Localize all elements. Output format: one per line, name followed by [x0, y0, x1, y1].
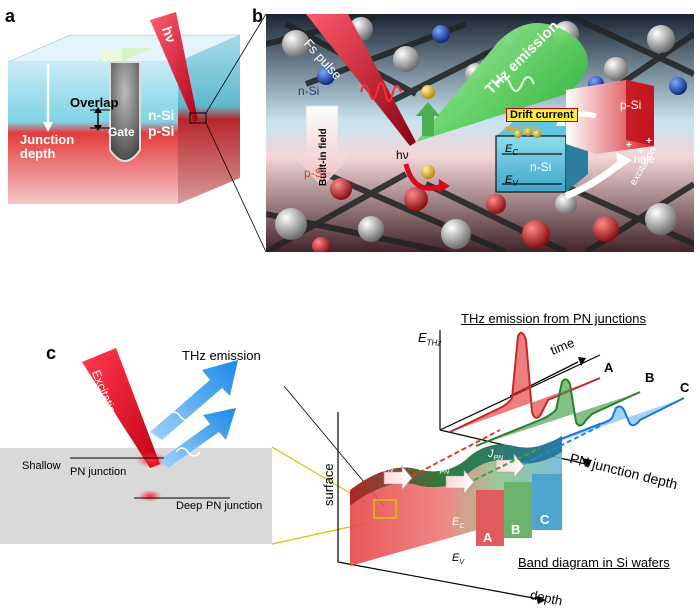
ec-label-b-sub: C	[512, 148, 519, 158]
band-ev-label-sub: V	[459, 559, 465, 567]
hole-plus-2: +	[646, 136, 652, 147]
deep-label-1: Deep	[176, 500, 203, 512]
plot-title: THz emission from PN junctions	[461, 311, 646, 326]
band-x-axis	[337, 561, 545, 601]
ev-label-b-main: E	[505, 174, 513, 186]
electron-lower	[421, 165, 435, 179]
hole-plus-3: +	[638, 146, 644, 157]
band-ec-label-sub: C	[459, 523, 465, 531]
panel-a-diagram	[7, 12, 241, 204]
n-si-label-b: n-Si	[298, 84, 320, 98]
gate-label: Gate	[108, 125, 135, 139]
series-label-c: C	[680, 380, 690, 395]
jpn-label-a: JPN	[378, 460, 393, 474]
plot-y-label: ETHz	[418, 330, 441, 348]
band-zone-c	[532, 474, 562, 530]
jpn-label-b: JPN	[434, 462, 449, 476]
series-label-b: B	[645, 370, 655, 385]
zone-a-label: A	[483, 530, 493, 545]
thz-arrow-1	[150, 360, 238, 440]
panel-b-label: b	[252, 6, 263, 26]
shallow-label-1: Shallow	[22, 460, 61, 472]
band-top-surface	[350, 436, 562, 506]
band-box-front	[495, 135, 567, 193]
band-zone-a	[476, 490, 504, 546]
jpn-arrow-a	[383, 465, 413, 491]
band-ev-label-main: E	[452, 552, 460, 564]
junction-depth-label-1: Junction	[20, 132, 75, 147]
zoom-lines-ab	[205, 13, 267, 253]
plot-y-label-sub: THz	[426, 338, 442, 348]
probe-region	[189, 112, 207, 124]
surface-label: surface	[321, 463, 336, 506]
ev-label-b-sub: V	[512, 179, 518, 189]
junction-depth-label-2: depth	[20, 146, 56, 161]
jpn-label-a-main: J	[378, 460, 384, 472]
band-ec-label: EC	[452, 516, 464, 530]
zone-b-label: B	[511, 522, 521, 537]
n-si-label-a: n-Si	[148, 107, 175, 123]
fs-pulse-wave	[360, 82, 402, 102]
thz-arrow-2	[160, 408, 236, 468]
thz-emission-label-c: THz emission	[182, 348, 261, 363]
hole-label: hole	[634, 154, 655, 166]
ec-label-b: EC	[505, 143, 518, 157]
built-in-field-arrow	[290, 105, 354, 187]
jpn-arrow-b	[445, 469, 475, 495]
band-diagram-title: Band diagram in Si wafers	[518, 555, 670, 570]
jpn-label-c: JPN	[488, 448, 503, 462]
waveform-a	[449, 331, 601, 433]
series-label-a: A	[604, 360, 614, 375]
thz-emission-cone	[416, 22, 588, 142]
c-wafer-block	[0, 448, 272, 544]
hv-beam	[150, 12, 198, 122]
box-p-si-label: p-Si	[620, 98, 642, 112]
electron-label: electron	[504, 124, 540, 135]
jpn-label-a-sub: PN	[383, 467, 394, 475]
electron-upper	[421, 85, 435, 99]
panel-a-label: a	[5, 6, 16, 26]
p-si-label-b: p-Si	[304, 166, 326, 180]
box-n-si-label: n-Si	[530, 160, 552, 174]
p-si-label-a: p-Si	[148, 123, 175, 139]
hole-plus-1: +	[626, 140, 632, 151]
wafer-side-face	[178, 35, 240, 204]
panel-b-scene	[266, 14, 694, 252]
band-ev-label: EV	[452, 552, 464, 566]
deep-spot	[138, 490, 162, 502]
jpn-label-b-main: J	[434, 462, 440, 474]
band-zone-b	[504, 482, 532, 538]
electron-arrow	[422, 114, 434, 136]
panel-c-plot	[337, 330, 685, 604]
ec-label-b-main: E	[505, 143, 513, 155]
deep-label-2: PN junction	[206, 500, 263, 512]
wafer-front-face	[8, 62, 178, 204]
c-excitation-beam	[82, 348, 160, 468]
ev-label-b: EV	[505, 174, 518, 188]
band-probe-box	[373, 499, 397, 519]
plot-y-label-main: E	[418, 330, 427, 345]
panel-c-label: c	[46, 343, 57, 363]
drift-current-label: Drift current	[506, 108, 578, 122]
band-ec-label-main: E	[452, 516, 460, 528]
panel-c-wafer	[0, 348, 272, 544]
waveform-b	[475, 378, 641, 447]
shallow-label-2: PN junction	[70, 466, 127, 478]
fs-pulse-beam	[306, 14, 416, 146]
hv-label-b: hν	[396, 148, 409, 162]
band-front-face	[350, 452, 562, 566]
jpn-label-c-main: J	[488, 448, 494, 460]
zone-c-label: C	[540, 512, 550, 527]
overlap-label: Overlap	[70, 95, 119, 110]
jpn-label-b-sub: PN	[439, 469, 450, 477]
shallow-spot	[136, 452, 168, 468]
gate-electrode	[109, 61, 141, 162]
jpn-arrow-c	[495, 453, 525, 479]
jpn-label-c-sub: PN	[493, 455, 504, 463]
